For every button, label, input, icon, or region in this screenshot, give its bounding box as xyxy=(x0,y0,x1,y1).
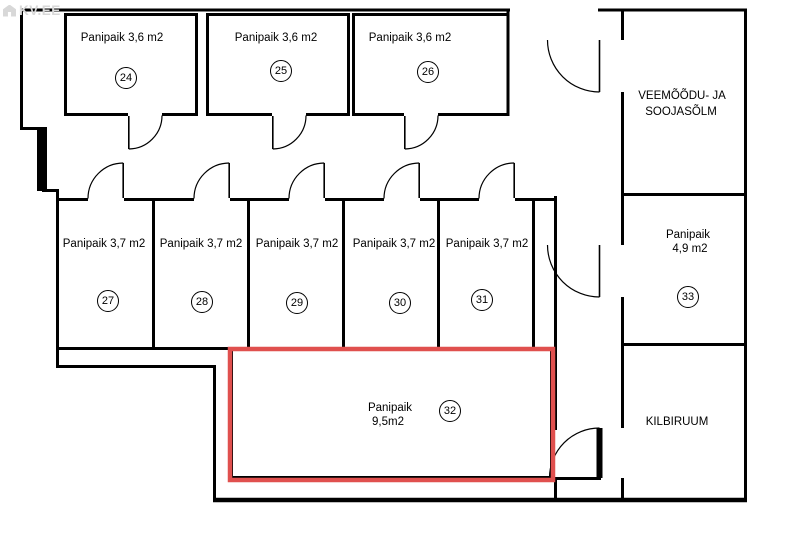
room-26-number: 26 xyxy=(417,61,439,83)
room-32-highlight xyxy=(227,346,556,483)
door-arc xyxy=(128,115,163,150)
room-31-label: Panipaik 3,7 m2 xyxy=(445,238,529,251)
room-28-number: 28 xyxy=(191,291,213,313)
room-32-number: 32 xyxy=(439,400,461,422)
door-arc xyxy=(546,39,600,93)
door-arc xyxy=(478,162,515,199)
room-27-label: Panipaik 3,7 m2 xyxy=(62,238,146,251)
room-33-area: 4,9 m2 xyxy=(672,243,708,256)
room-32-area: 9,5m2 xyxy=(372,416,404,429)
door-arc xyxy=(546,244,600,298)
room-25-label: Panipaik 3,6 m2 xyxy=(234,32,318,45)
room-30-label: Panipaik 3,7 m2 xyxy=(352,238,436,251)
room-31-number: 31 xyxy=(471,289,493,311)
watermark-text: KV.EE xyxy=(19,3,61,18)
doors xyxy=(87,39,603,479)
door-arc xyxy=(288,162,325,199)
room-33-name: Panipaik xyxy=(665,229,711,242)
kv-logo-icon xyxy=(3,4,16,17)
door-leaf xyxy=(596,428,603,478)
door-arc xyxy=(383,162,420,199)
door-arc xyxy=(404,115,439,150)
utility-room-label-line1: VEEMÕÕDU- JA xyxy=(638,90,726,103)
kv-watermark: KV.EE xyxy=(3,3,61,18)
door-arc xyxy=(272,115,307,150)
door-arc xyxy=(193,162,230,199)
door-arc xyxy=(87,162,124,199)
room-32-name: Panipaik xyxy=(367,402,413,415)
room-28-label: Panipaik 3,7 m2 xyxy=(159,238,243,251)
room-30-number: 30 xyxy=(389,292,411,314)
switchboard-room-label: KILBIRUUM xyxy=(645,416,709,429)
room-29-label: Panipaik 3,7 m2 xyxy=(255,238,339,251)
utility-room-label-line2: SOOJASÕLM xyxy=(645,106,717,119)
room-25-number: 25 xyxy=(270,60,292,82)
room-33-number: 33 xyxy=(677,286,699,308)
walls xyxy=(20,8,747,503)
room-26-label: Panipaik 3,6 m2 xyxy=(368,32,452,45)
shaft-wall xyxy=(37,127,47,191)
room-24-number: 24 xyxy=(115,67,137,89)
door-arc xyxy=(548,427,600,479)
room-27-number: 27 xyxy=(97,290,119,312)
room-24-label: Panipaik 3,6 m2 xyxy=(80,32,164,45)
room-29-number: 29 xyxy=(286,292,308,314)
